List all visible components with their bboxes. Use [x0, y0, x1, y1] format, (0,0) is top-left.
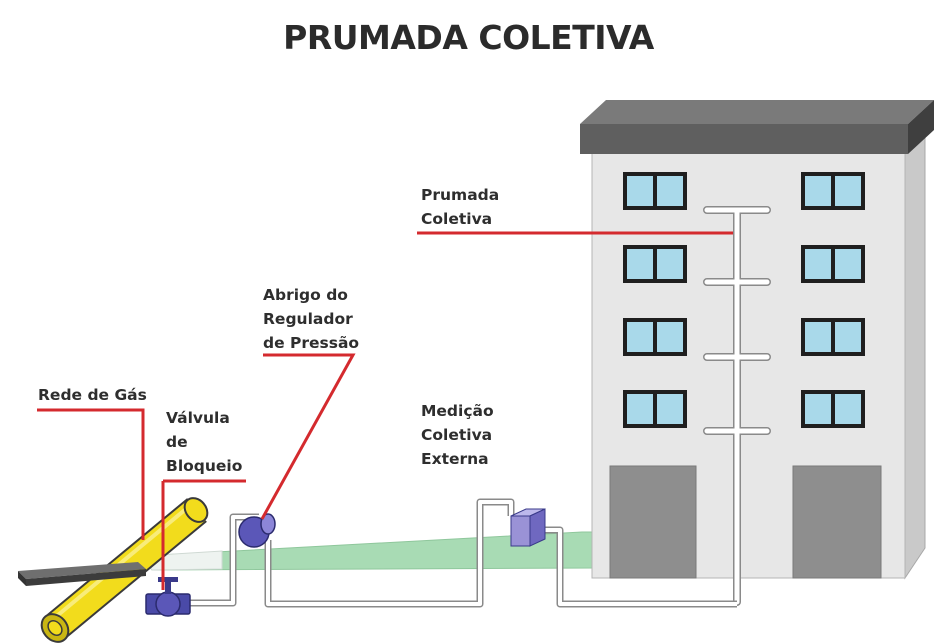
block-valve-icon [145, 577, 191, 617]
label-abrigo-regulador: Abrigo do Regulador de Pressão [263, 283, 359, 355]
leader-line-regulador [260, 353, 356, 520]
label-line: Medição [421, 402, 494, 420]
building-roof [580, 124, 908, 154]
leader-lines [37, 231, 733, 590]
building-roof-top [580, 100, 934, 124]
window [801, 172, 865, 210]
window [623, 172, 687, 210]
label-medicao-coletiva: Medição Coletiva Externa [421, 399, 494, 471]
diagram-title: PRUMADA COLETIVA [283, 18, 654, 57]
pressure-regulator-icon [238, 513, 276, 548]
windows-right-column [801, 172, 865, 428]
leader-line-valvula [161, 479, 246, 590]
label-line: Regulador [263, 310, 353, 328]
label-line: Coletiva [421, 426, 493, 444]
label-line: Coletiva [421, 210, 493, 228]
window [623, 245, 687, 283]
building-side [904, 116, 926, 580]
label-line: Externa [421, 450, 489, 468]
windows-left-column [623, 172, 687, 428]
window [801, 245, 865, 283]
garage-door-right [792, 465, 882, 579]
road-slab [18, 562, 146, 586]
building-roof-side [908, 100, 934, 154]
window [801, 390, 865, 428]
label-line: de Pressão [263, 334, 360, 352]
window [801, 318, 865, 356]
garage-door-left [609, 465, 697, 579]
label-valvula-bloqueio: Válvula de Bloqueio [166, 406, 242, 478]
window [623, 390, 687, 428]
leader-line-rede-gas [37, 408, 145, 540]
label-line: de [166, 433, 188, 451]
label-line: Rede de Gás [38, 386, 147, 404]
label-line: Prumada [421, 186, 500, 204]
label-prumada-coletiva: Prumada Coletiva [421, 183, 499, 231]
label-line: Abrigo do [263, 286, 348, 304]
service-pipe [188, 498, 737, 608]
meter-box-icon [510, 508, 546, 547]
label-line: Bloqueio [166, 457, 243, 475]
window [623, 318, 687, 356]
collective-riser [703, 206, 771, 606]
label-line: Válvula [166, 409, 230, 427]
label-rede-de-gas: Rede de Gás [38, 383, 147, 407]
